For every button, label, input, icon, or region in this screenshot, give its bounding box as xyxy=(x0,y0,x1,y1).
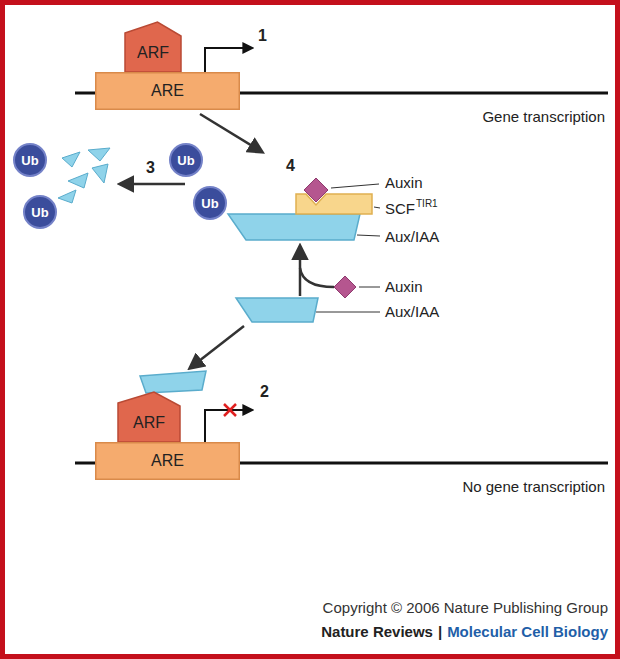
leader-line xyxy=(359,287,380,288)
arf-protein: ARF xyxy=(125,22,181,72)
are-element: ARE xyxy=(95,442,240,480)
leader-line xyxy=(357,235,380,236)
ubiquitin: Ub xyxy=(169,143,203,177)
node-text: ARE xyxy=(151,82,184,100)
arf-protein: ARF xyxy=(118,392,180,442)
callout-number: 2 xyxy=(260,383,269,401)
flow-arrow xyxy=(190,326,244,368)
flow-arrow xyxy=(200,114,262,152)
node-text: Ub xyxy=(31,205,48,220)
aux-iaa-protein xyxy=(228,214,360,240)
part-label-superscript: TIR1 xyxy=(416,198,438,209)
transcription-arrow xyxy=(205,410,252,442)
flow-arrow xyxy=(120,183,185,186)
ubiquitin: Ub xyxy=(23,195,57,229)
part-label: Aux/IAA xyxy=(385,304,439,321)
block-cross xyxy=(224,404,236,416)
separator: | xyxy=(438,624,442,641)
aux-iaa-protein xyxy=(140,371,206,393)
part-label: Auxin xyxy=(385,175,423,192)
node-text: Ub xyxy=(177,153,194,168)
state-label: Gene transcription xyxy=(482,109,605,126)
node-text: ARF xyxy=(137,32,169,62)
transcription-arrow xyxy=(205,48,252,72)
journal-section: Molecular Cell Biology xyxy=(447,624,608,641)
node-text: ARF xyxy=(133,402,165,432)
part-label: SCF xyxy=(385,201,415,218)
degraded-fragments xyxy=(58,148,110,203)
callout-number: 4 xyxy=(286,157,295,175)
node-text: ARE xyxy=(151,452,184,470)
node-text: Ub xyxy=(201,196,218,211)
auxin-molecule xyxy=(304,178,328,202)
auxin-molecule xyxy=(334,276,356,298)
node-text: Ub xyxy=(21,153,38,168)
callout-number: 1 xyxy=(258,27,267,45)
leader-line xyxy=(331,184,379,188)
callout-number: 3 xyxy=(146,159,155,177)
scf-tir1-complex xyxy=(296,194,372,214)
part-label: Aux/IAA xyxy=(385,229,439,246)
aux-iaa-protein xyxy=(236,298,318,322)
part-label: Auxin xyxy=(385,279,423,296)
leader-line xyxy=(374,207,380,208)
ubiquitin: Ub xyxy=(193,186,227,220)
state-label: No gene transcription xyxy=(462,479,605,496)
ubiquitin: Ub xyxy=(13,143,47,177)
credit-line: Nature Reviews | Molecular Cell Biology xyxy=(321,624,608,641)
are-element: ARE xyxy=(95,72,240,110)
journal-name: Nature Reviews xyxy=(321,624,433,641)
leader-line xyxy=(316,312,380,313)
copyright-note: Copyright © 2006 Nature Publishing Group xyxy=(323,600,608,617)
flow-arrow xyxy=(300,268,334,287)
